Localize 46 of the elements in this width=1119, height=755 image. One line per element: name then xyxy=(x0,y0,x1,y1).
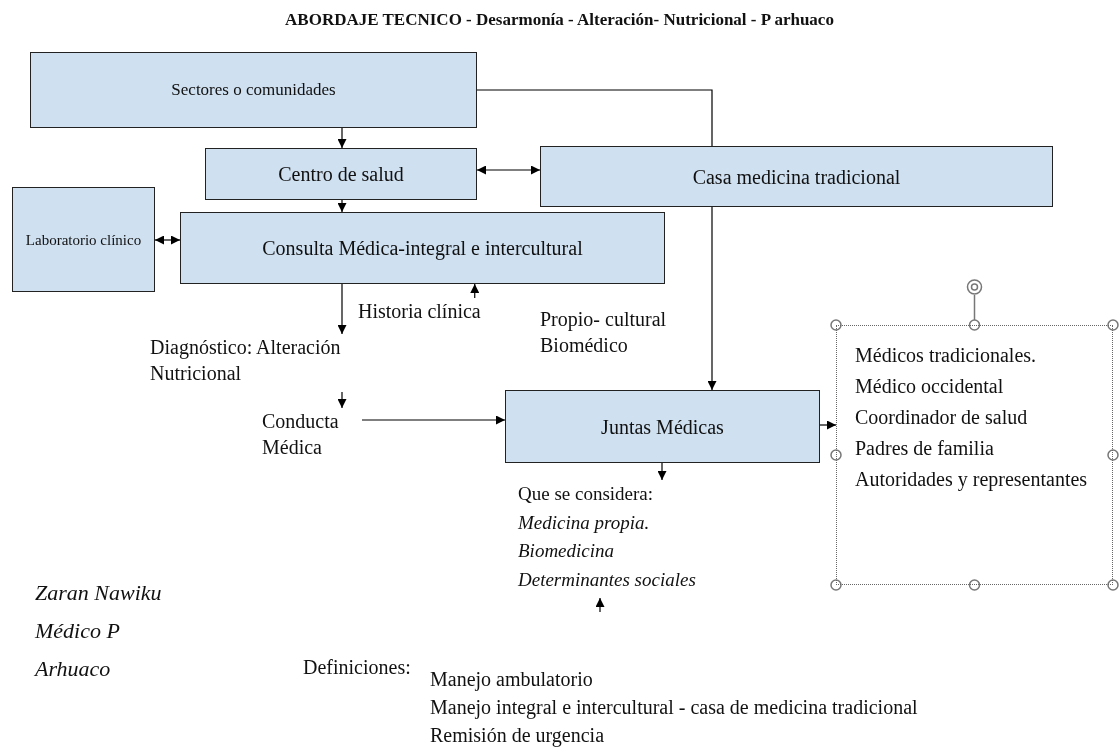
text-box xyxy=(836,325,1113,585)
arrow xyxy=(657,462,667,481)
arrow xyxy=(470,283,480,299)
box-label: Centro de salud xyxy=(278,162,404,186)
list-item: Padres de familia xyxy=(855,436,995,461)
box-label: Sectores o comunidades xyxy=(171,79,336,101)
box-label: Casa medicina tradicional xyxy=(692,164,901,189)
note-text: Remisión de urgencia xyxy=(430,724,605,747)
box-label: Consulta Médica-integral e intercultural xyxy=(262,236,583,260)
list-item: Médico occidental xyxy=(855,374,1005,399)
arrow xyxy=(337,283,347,335)
signature-text: Médico P xyxy=(35,618,120,644)
text-label: Propio- cultural Biomédico xyxy=(540,306,705,358)
process-box xyxy=(30,52,477,128)
note-text: Manejo integral e intercultural - casa de medicina tradicional xyxy=(430,696,918,719)
list-item: Médicos tradicionales. xyxy=(855,343,1038,368)
process-box xyxy=(12,187,155,292)
box-label: Laboratorio clínico xyxy=(25,230,142,249)
list-item: Autoridades y representantes xyxy=(855,467,1089,493)
process-box xyxy=(505,390,820,463)
process-box xyxy=(180,212,665,284)
arrow xyxy=(337,199,347,213)
arrow xyxy=(819,420,837,430)
text-label: Diagnóstico: Alteración Nutricional xyxy=(150,334,355,392)
process-box xyxy=(205,148,477,200)
box-label: Juntas Médicas xyxy=(601,414,724,439)
text-label: Conducta Médica xyxy=(262,408,362,460)
text-label: Que se considera: xyxy=(518,482,655,506)
text-label: Historia clínica xyxy=(358,298,481,324)
title: ABORDAJE TECNICO - Desarmonía - Alteración- Nutricional - P arhuaco xyxy=(284,10,835,30)
list-item: Coordinador de salud xyxy=(855,405,1029,430)
list-item: Biomedicina xyxy=(518,539,616,563)
signature-text: Zaran Nawiku xyxy=(35,580,162,606)
arrow xyxy=(361,415,506,425)
process-box xyxy=(540,146,1053,207)
signature-text: Arhuaco xyxy=(35,656,111,682)
arrow xyxy=(337,127,347,149)
list-item: Determinantes sociales xyxy=(518,567,697,592)
arrow xyxy=(595,597,605,613)
note-text: Manejo ambulatorio xyxy=(430,668,593,691)
arrow xyxy=(337,391,347,409)
arrow xyxy=(154,235,181,245)
arrow xyxy=(707,206,717,391)
list-item: Medicina propia. xyxy=(518,510,651,535)
note-text: Definiciones: xyxy=(303,656,411,679)
arrow xyxy=(476,165,541,175)
